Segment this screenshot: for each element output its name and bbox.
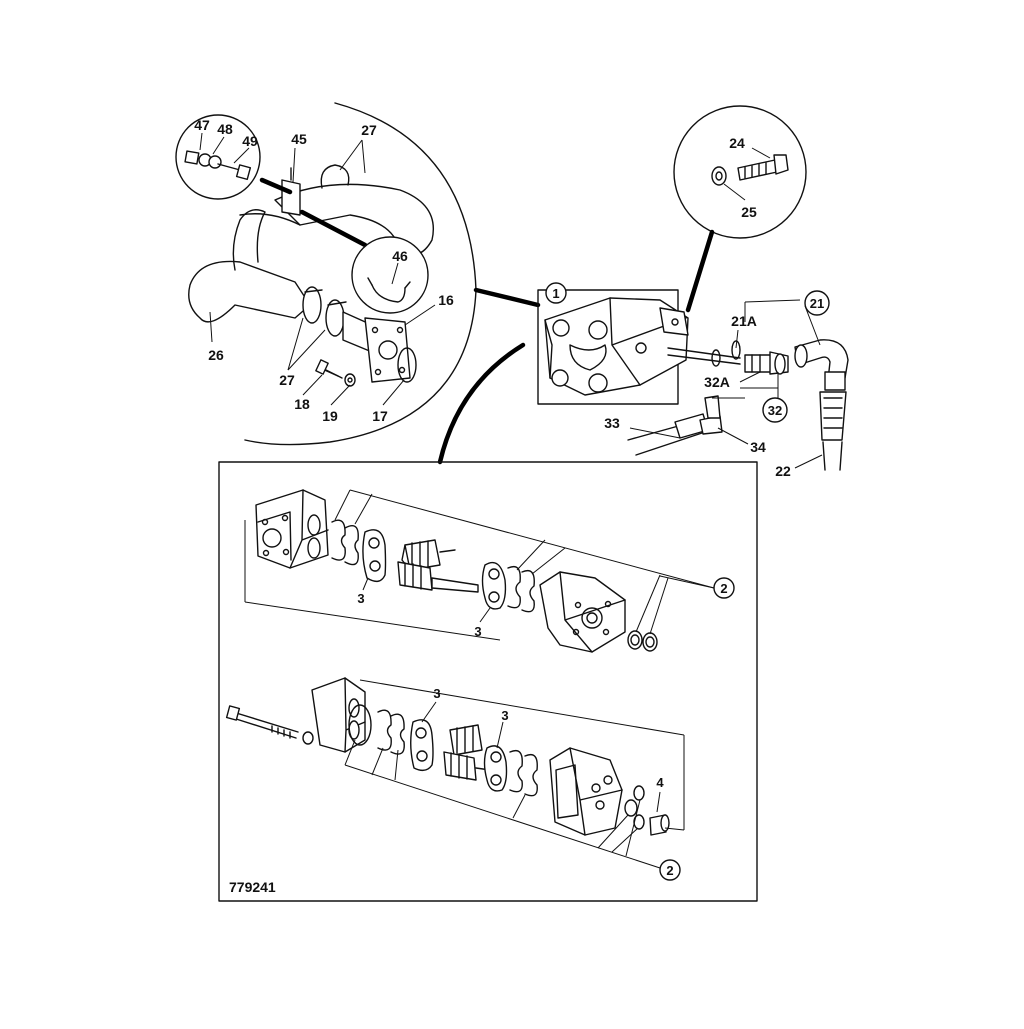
callout-34: 34	[750, 439, 766, 455]
callout-4: 4	[656, 775, 664, 790]
callout-33: 33	[604, 415, 620, 431]
callout-3-b: 3	[474, 624, 481, 639]
callout-48: 48	[217, 121, 233, 137]
exploded-pump-box	[218, 461, 758, 902]
callout-17: 17	[372, 408, 388, 424]
callout-47: 47	[194, 117, 210, 133]
callout-21A: 21A	[731, 313, 757, 329]
callout-32: 32	[768, 403, 782, 418]
callout-26: 26	[208, 347, 224, 363]
callout-2-lower: 2	[666, 863, 673, 878]
callout-3-a: 3	[357, 591, 364, 606]
callout-16: 16	[438, 292, 454, 308]
callout-27-upper: 27	[361, 122, 377, 138]
callout-labels: 1 2 2 3 3 3 3 4 16 17 18 19 21 21A 22 24…	[194, 117, 830, 895]
callout-22: 22	[775, 463, 791, 479]
callout-18: 18	[294, 396, 310, 412]
bolt-detail-circle	[175, 114, 261, 200]
suction-hose-detail	[188, 102, 477, 446]
callout-3-d: 3	[501, 708, 508, 723]
callout-19: 19	[322, 408, 338, 424]
bolt-washer-detail-circle	[673, 105, 807, 239]
callout-45: 45	[291, 131, 307, 147]
clip-detail-circle	[351, 236, 429, 314]
callout-21: 21	[810, 296, 824, 311]
callout-49: 49	[242, 133, 258, 149]
pump-assembly	[537, 289, 849, 471]
callout-32A: 32A	[704, 374, 730, 390]
drawing-number: 779241	[229, 879, 276, 895]
callout-24: 24	[729, 135, 745, 151]
callout-27-lower: 27	[279, 372, 295, 388]
callout-2-upper: 2	[720, 581, 727, 596]
callout-25: 25	[741, 204, 757, 220]
callout-1: 1	[552, 286, 559, 301]
callout-3-c: 3	[433, 686, 440, 701]
callout-46: 46	[392, 248, 408, 264]
